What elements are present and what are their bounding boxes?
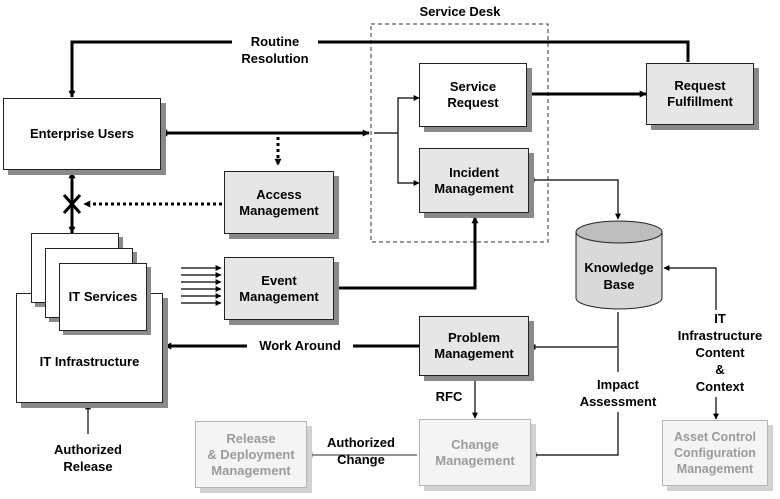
incident-management-label: Incident Management xyxy=(434,164,514,196)
incident-knowledge-connector xyxy=(528,177,621,220)
request-fulfillment-label: Request Fulfillment xyxy=(667,78,733,109)
authorized-change-label: Authorized Change xyxy=(327,435,395,467)
block-x-mark xyxy=(62,194,82,214)
service-request-node: Service Request xyxy=(419,63,527,127)
problem-management-label: Problem Management xyxy=(434,330,514,361)
service-request-label: Service Request xyxy=(447,79,499,110)
authorized-release-label: Authorized Release xyxy=(54,442,122,474)
routine-resolution-label: Routine Resolution xyxy=(232,33,318,67)
knowledge-base-label: Knowledge Base xyxy=(584,260,654,292)
impact-assessment-label: Impact Assessment xyxy=(567,376,669,410)
it-infrastructure-content-label: IT Infrastructure Content & Context xyxy=(662,310,778,395)
knowledge-to-problem-connector xyxy=(529,312,619,350)
it-services-node: IT Services xyxy=(59,263,147,331)
enterprise-users-node: Enterprise Users xyxy=(3,98,161,170)
it-infrastructure-label: IT Infrastructure xyxy=(39,354,140,369)
impact-to-change-connector xyxy=(530,412,619,458)
problem-management-node: Problem Management xyxy=(419,316,529,376)
branch-to-incident xyxy=(397,133,420,186)
access-management-node: Access Management xyxy=(224,171,334,234)
service-desk-boundary xyxy=(370,23,549,243)
routine-resolution-connector xyxy=(68,40,690,98)
event-input-arrows xyxy=(181,265,222,306)
branch-to-service-request xyxy=(397,95,420,133)
knowledge-base-cylinder xyxy=(575,220,663,310)
event-management-label: Event Management xyxy=(239,272,319,304)
service-desk-title: Service Desk xyxy=(419,4,501,19)
work-around-label: Work Around xyxy=(247,337,353,354)
rfc-label: RFC xyxy=(435,389,463,404)
it-services-label: IT Services xyxy=(68,289,138,304)
incident-management-node: Incident Management xyxy=(419,148,529,213)
asset-control-label: Asset Control Configuration Management xyxy=(674,430,756,476)
release-deployment-node: Release & Deployment Management xyxy=(195,421,307,488)
request-fulfillment-node: Request Fulfillment xyxy=(646,63,754,125)
enterprise-users-label: Enterprise Users xyxy=(29,126,135,141)
change-management-node: Change Management xyxy=(419,419,531,486)
event-management-node: Event Management xyxy=(224,257,334,320)
event-to-incident-connector xyxy=(333,216,479,290)
content-to-knowledge-connector xyxy=(663,265,717,310)
change-management-label: Change Management xyxy=(435,436,515,468)
access-management-label: Access Management xyxy=(239,186,319,218)
asset-control-node: Asset Control Configuration Management xyxy=(662,420,768,486)
release-deployment-label: Release & Deployment Management xyxy=(207,430,295,478)
